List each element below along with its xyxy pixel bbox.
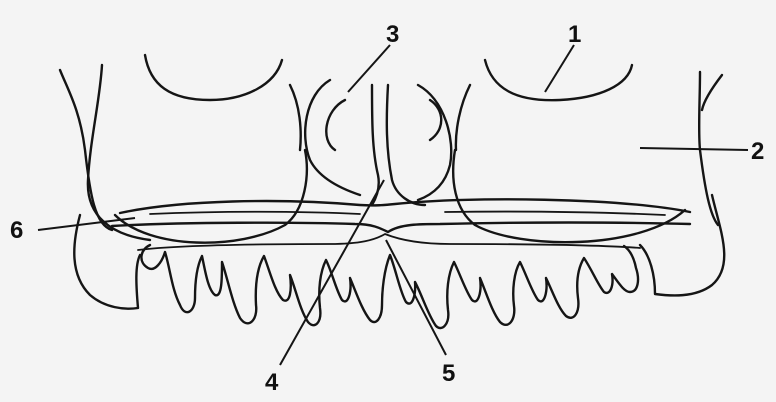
leader-line-4 — [280, 180, 384, 365]
teeth-roots — [141, 245, 638, 328]
left-nasal-wall — [305, 80, 360, 195]
right-sinus-medial-wall — [456, 85, 470, 150]
hard-palate-inner-right — [445, 212, 665, 215]
leader-line-5 — [386, 240, 446, 355]
nasal-septum-right — [387, 85, 425, 205]
leader-line-3 — [348, 45, 390, 92]
left-orbit — [145, 55, 282, 100]
label-4: 4 — [265, 369, 279, 396]
label-3: 3 — [386, 21, 399, 48]
right-zygomatic-contour — [702, 75, 722, 110]
label-2: 2 — [751, 138, 764, 165]
nasal-septum-left — [372, 85, 379, 205]
label-5: 5 — [442, 360, 455, 387]
right-orbit — [485, 60, 632, 100]
label-6: 6 — [10, 217, 23, 244]
left-sinus-medial-wall — [290, 85, 301, 150]
left-skull-contour — [60, 70, 112, 230]
leader-line-2 — [640, 148, 748, 150]
hard-palate-inner-left — [150, 212, 360, 214]
leader-line-6 — [38, 218, 135, 230]
right-maxillary-sinus — [453, 150, 685, 242]
left-maxillary-sinus — [115, 150, 307, 243]
leader-line-1 — [545, 45, 574, 92]
left-zygomatic-contour — [88, 65, 150, 240]
label-1: 1 — [568, 21, 581, 48]
left-nasal-concha — [326, 100, 345, 150]
hard-palate-upper — [120, 199, 690, 213]
hard-palate-lower — [112, 223, 690, 233]
